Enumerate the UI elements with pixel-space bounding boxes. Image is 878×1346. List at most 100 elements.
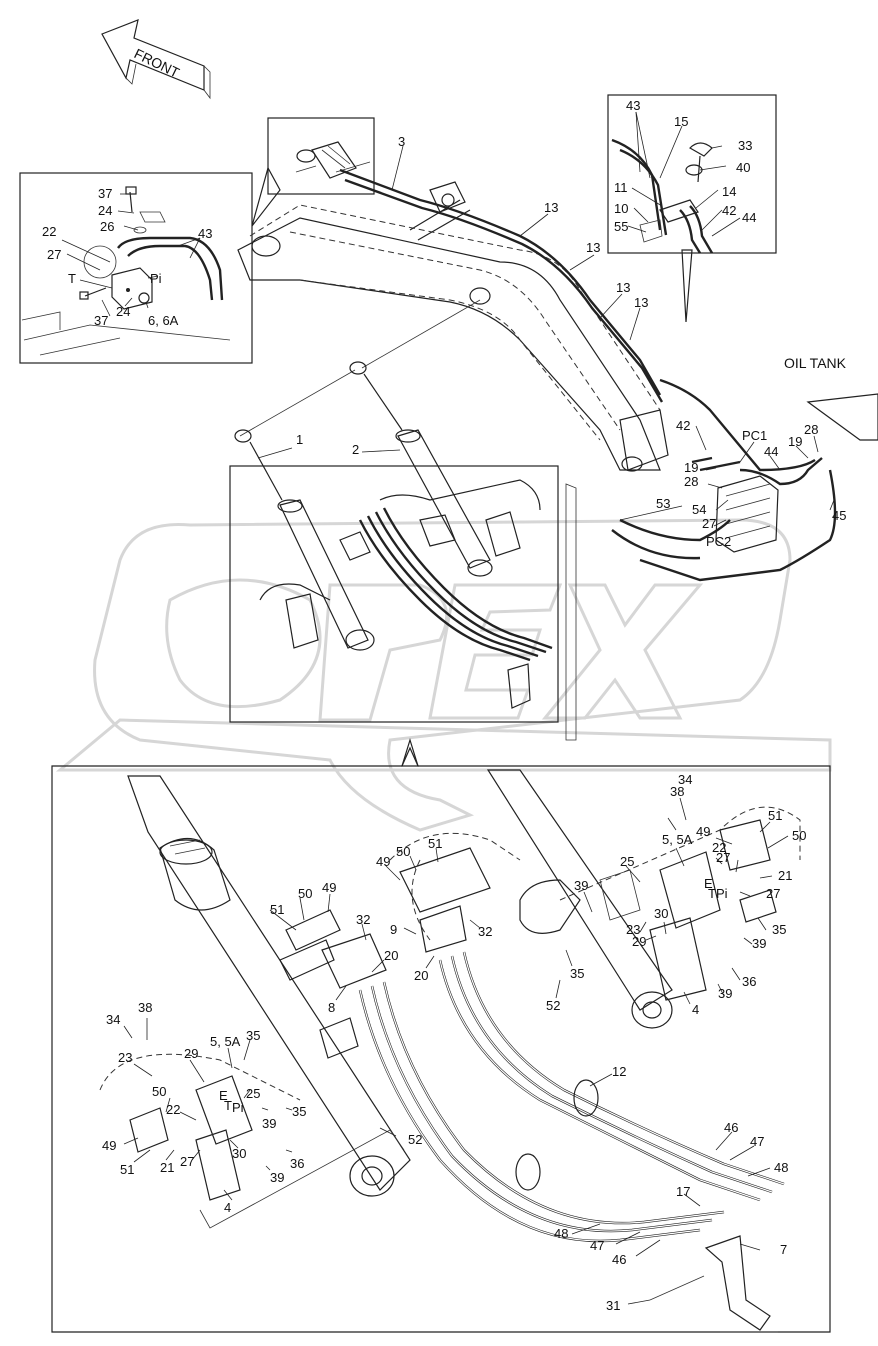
part-number: 51 [120, 1162, 134, 1177]
part-number: 23 [118, 1050, 132, 1065]
part-number: 49 [696, 824, 710, 839]
part-number: 47 [590, 1238, 604, 1253]
part-number: 50 [792, 828, 806, 843]
part-number: 36 [742, 974, 756, 989]
part-number: 13 [544, 200, 558, 215]
part-number: 27 [47, 247, 61, 262]
part-number: 14 [722, 184, 736, 199]
inset-right-valve-piping [607, 94, 777, 323]
front-direction-arrow [101, 19, 211, 100]
part-number: 49 [376, 854, 390, 869]
part-number: 46 [612, 1252, 626, 1267]
part-number: 54 [692, 502, 706, 517]
part-number: 19 [788, 434, 802, 449]
part-number: 42 [676, 418, 690, 433]
part-number: 15 [674, 114, 688, 129]
part-number: 28 [804, 422, 818, 437]
oil-tank-label: OIL TANK [784, 355, 847, 371]
part-number: 44 [742, 210, 756, 225]
part-number: 50 [152, 1084, 166, 1099]
part-number: 22 [166, 1102, 180, 1117]
part-number: 30 [232, 1146, 246, 1161]
part-number: 24 [116, 304, 130, 319]
part-number: 39 [262, 1116, 276, 1131]
part-number: 42 [722, 203, 736, 218]
part-number: 35 [570, 966, 584, 981]
part-number: 11 [614, 180, 628, 195]
pi-mark-right: Pi [716, 886, 728, 901]
part-number: 13 [586, 240, 600, 255]
part-number: 19 [684, 460, 698, 475]
part-number: 30 [654, 906, 668, 921]
part-number: 52 [408, 1132, 422, 1147]
part-number: 35 [772, 922, 786, 937]
part-number: 51 [270, 902, 284, 917]
part-number: 32 [478, 924, 492, 939]
part-number: 8 [328, 1000, 335, 1015]
part-number: 39 [718, 986, 732, 1001]
part-number: 34 [106, 1012, 120, 1027]
part-number: 39 [270, 1170, 284, 1185]
inset-center-cylinder-piping [229, 429, 577, 741]
part-number: 25 [620, 854, 634, 869]
part-number: 3 [398, 134, 405, 149]
pi-port-label: Pi [150, 271, 162, 286]
part-number: 22 [712, 840, 726, 855]
boom-assembly [237, 145, 816, 472]
part-number: 4 [224, 1200, 231, 1215]
part-number: 29 [184, 1046, 198, 1061]
part-number: 55 [614, 219, 628, 234]
part-number: 29 [632, 934, 646, 949]
part-number: 47 [750, 1134, 764, 1149]
part-number: 6, 6A [148, 313, 179, 328]
part-number: 51 [428, 836, 442, 851]
part-number: 24 [98, 203, 112, 218]
part-number: 31 [606, 1298, 620, 1313]
part-number: 50 [396, 844, 410, 859]
part-number: 37 [98, 186, 112, 201]
part-number: 52 [546, 998, 560, 1013]
part-number: 23 [626, 922, 640, 937]
part-number: 10 [614, 201, 628, 216]
part-number: 37 [94, 313, 108, 328]
part-number: 35 [292, 1104, 306, 1119]
watermark-logo [55, 518, 832, 832]
part-number: 39 [752, 936, 766, 951]
part-number: 20 [414, 968, 428, 983]
pi-mark-left: Pi [232, 1100, 244, 1115]
part-number: 27 [716, 850, 730, 865]
part-number: 5, 5A [210, 1034, 241, 1049]
part-number: 4 [692, 1002, 699, 1017]
part-number: 50 [298, 886, 312, 901]
e-mark-right: E [704, 876, 713, 891]
part-number: 38 [670, 784, 684, 799]
part-number: 2 [352, 442, 359, 457]
part-number: 44 [764, 444, 778, 459]
part-number: 13 [634, 295, 648, 310]
t-port-label: T [68, 271, 76, 286]
part-number: 49 [102, 1138, 116, 1153]
part-number: 38 [138, 1000, 152, 1015]
part-number: 28 [684, 474, 698, 489]
part-number: 20 [384, 948, 398, 963]
part-number: 45 [832, 508, 846, 523]
control-valve-and-hoses [611, 393, 878, 582]
part-number: 48 [774, 1160, 788, 1175]
part-number: 43 [198, 226, 212, 241]
part-number: 13 [616, 280, 630, 295]
part-number: 25 [246, 1086, 260, 1101]
part-number: 51 [768, 808, 782, 823]
inset-top-boom-tip [267, 117, 375, 195]
part-number: 32 [356, 912, 370, 927]
part-number: 1 [296, 432, 303, 447]
e-mark-left: E [219, 1088, 228, 1103]
part-number: 17 [676, 1184, 690, 1199]
t-mark-right: T [708, 886, 716, 901]
part-number: 22 [42, 224, 56, 239]
cylinder-link-lines [234, 299, 481, 501]
part-number: 36 [290, 1156, 304, 1171]
part-number: 27 [766, 886, 780, 901]
inset-left-pilot-block [19, 166, 281, 364]
